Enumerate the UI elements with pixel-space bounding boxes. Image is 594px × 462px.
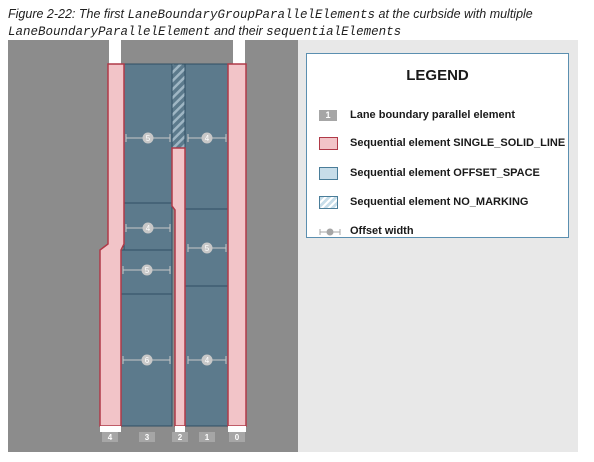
svg-text:0: 0 [235, 433, 240, 442]
offset-width-marker: 4 [125, 222, 171, 234]
lane-boundary-badge: 0 [229, 432, 245, 442]
top-post-left [109, 40, 121, 64]
caption-prefix: Figure 2-22: The first [8, 7, 128, 21]
offset-width-label: 5 [205, 244, 210, 253]
legend-item-lane-boundary: 1 Lane boundary parallel element [319, 108, 564, 124]
caption-term-1: LaneBoundaryGroupParallelElements [127, 8, 376, 22]
legend-item-single-solid-line: Sequential element SINGLE_SOLID_LINE [319, 136, 566, 152]
top-post-right [233, 40, 245, 64]
caption-mid-2: and their [210, 24, 267, 38]
lane-diagram: 5 4 4 5 5 [8, 40, 298, 452]
offset-width-marker: 4 [187, 354, 227, 366]
lane-boundary-badge: 4 [102, 432, 118, 442]
lane-boundary-badge: 1 [199, 432, 215, 442]
offset-width-label: 5 [146, 134, 151, 143]
legend-label: Sequential element NO_MARKING [350, 196, 529, 208]
lane-boundary-badge: 3 [139, 432, 155, 442]
legend-box: LEGEND 1 Lane boundary parallel element … [306, 53, 569, 238]
caption-term-2: LaneBoundaryParallelElement [8, 25, 211, 39]
offset-width-marker: 6 [122, 354, 171, 366]
no-marking-element [171, 63, 186, 149]
svg-text:2: 2 [178, 433, 183, 442]
offset-width-label: 4 [146, 224, 151, 233]
svg-text:3: 3 [145, 433, 150, 442]
offset-width-label: 5 [145, 266, 150, 275]
offset-width-label: 4 [205, 134, 210, 143]
legend-label: Offset width [350, 225, 414, 237]
caption-mid-1: at the curbside with multiple [375, 7, 533, 21]
bottom-post [100, 426, 121, 432]
offset-width-marker: 5 [125, 132, 171, 144]
legend-item-offset-width: Offset width [319, 224, 564, 240]
badge-icon: 1 [319, 110, 337, 121]
offset-width-marker: 4 [187, 132, 227, 144]
offset-width-marker: 5 [122, 264, 171, 276]
offset-width-icon [319, 228, 341, 236]
svg-text:1: 1 [205, 433, 210, 442]
bottom-post [228, 426, 246, 432]
offset-width-label: 6 [145, 356, 150, 365]
lane-boundary-badge: 2 [172, 432, 188, 442]
figure-caption: Figure 2-22: The first LaneBoundaryGroup… [8, 6, 588, 40]
no-marking-swatch-icon [319, 196, 338, 209]
legend-item-offset-space: Sequential element OFFSET_SPACE [319, 166, 564, 182]
caption-term-3: sequentialElements [266, 25, 402, 39]
legend-label: Sequential element SINGLE_SOLID_LINE [350, 137, 566, 149]
figure-area: 5 4 4 5 5 [8, 40, 578, 452]
legend-item-no-marking: Sequential element NO_MARKING [319, 195, 564, 211]
legend-label: Sequential element OFFSET_SPACE [350, 167, 540, 179]
offset-width-label: 4 [205, 356, 210, 365]
svg-text:4: 4 [108, 433, 113, 442]
single-solid-line-swatch-icon [319, 137, 338, 150]
legend-title: LEGEND [406, 67, 469, 84]
offset-width-marker: 5 [187, 242, 227, 254]
legend-label: Lane boundary parallel element [350, 109, 516, 121]
bottom-post [175, 426, 185, 432]
single-solid-line-right [227, 63, 247, 427]
offset-space-swatch-icon [319, 167, 338, 180]
